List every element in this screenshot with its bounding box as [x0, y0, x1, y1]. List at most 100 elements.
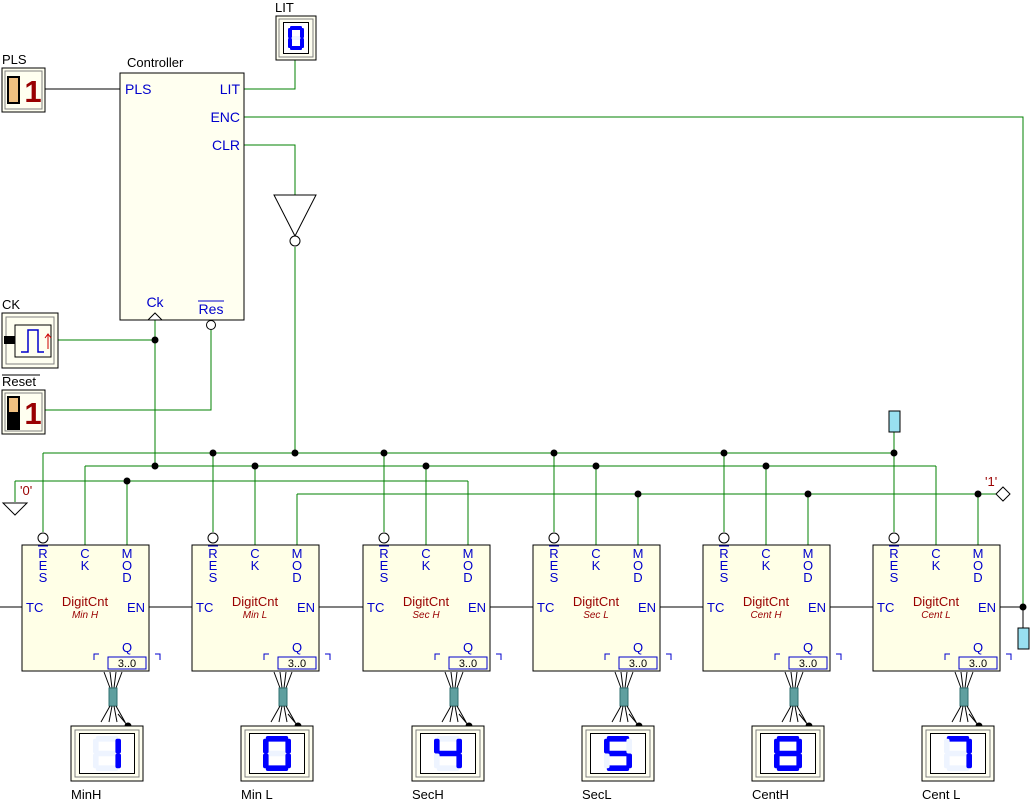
- svg-text:C: C: [761, 546, 770, 561]
- svg-text:S: S: [550, 570, 559, 585]
- pin-mod: MOD: [463, 546, 474, 585]
- digit-display-2: Min L: [240, 725, 314, 802]
- svg-text:R: R: [719, 546, 728, 561]
- counter-type: DigitCnt: [403, 594, 450, 609]
- pin-res: RES: [549, 545, 559, 585]
- svg-text:C: C: [80, 546, 89, 561]
- pin-en: EN: [638, 600, 656, 615]
- svg-text:C: C: [421, 546, 430, 561]
- svg-text:D: D: [292, 570, 301, 585]
- pin-ck: CK: [250, 546, 259, 573]
- segment-b: [300, 28, 304, 38]
- segment-g: [946, 750, 970, 757]
- data-bus: [951, 671, 983, 730]
- svg-text:E: E: [890, 558, 899, 573]
- controller-pin-lit: LIT: [220, 81, 241, 97]
- digit-display-1: MinH: [70, 725, 144, 802]
- svg-text:S: S: [209, 570, 218, 585]
- seven-segment-digit: [263, 736, 291, 771]
- ck-input[interactable]: CK: [1, 297, 59, 369]
- svg-text:E: E: [209, 558, 218, 573]
- reset-input[interactable]: Reset 1: [1, 374, 46, 435]
- segment-d: [606, 765, 630, 771]
- seven-segment-digit: [604, 736, 632, 771]
- segment-e: [944, 753, 950, 769]
- segment-a: [776, 736, 800, 742]
- svg-text:K: K: [592, 558, 601, 573]
- svg-text:O: O: [803, 558, 813, 573]
- segment-c: [115, 753, 121, 769]
- svg-text:D: D: [633, 570, 642, 585]
- display-label: CentH: [752, 787, 789, 802]
- res-bubble: [378, 532, 390, 544]
- segment-d: [290, 46, 302, 50]
- clock-triangle-icon: [146, 312, 164, 321]
- svg-text:S: S: [39, 570, 48, 585]
- segment-f: [93, 738, 99, 754]
- segment-a: [606, 736, 630, 742]
- segment-b: [285, 738, 291, 754]
- controller-block[interactable]: Controller PLS LIT ENC CLR Ck Res: [119, 55, 245, 330]
- svg-text:D: D: [803, 570, 812, 585]
- lit-digit-display: [288, 26, 304, 50]
- segment-a: [436, 736, 460, 742]
- pin-q: Q: [973, 640, 983, 655]
- controller-pin-pls: PLS: [125, 81, 151, 97]
- pin-tc: TC: [367, 600, 384, 615]
- constant-one: '1': [985, 474, 1011, 502]
- segment-d: [436, 765, 460, 771]
- reset-value: 1: [24, 396, 41, 431]
- data-bus: [441, 671, 473, 730]
- pin-en: EN: [808, 600, 826, 615]
- segment-e: [263, 753, 269, 769]
- lit-seven-segment: [288, 26, 304, 50]
- digit-display-4: SecL: [581, 725, 655, 802]
- pin-en: EN: [297, 600, 315, 615]
- segment-b: [115, 738, 121, 754]
- controller-title: Controller: [127, 55, 184, 70]
- probe-top[interactable]: [888, 410, 901, 433]
- res-bubble: [718, 532, 730, 544]
- svg-text:M: M: [803, 546, 814, 561]
- segment-c: [456, 753, 462, 769]
- inverter-gate[interactable]: [273, 194, 317, 247]
- pin-tc: TC: [707, 600, 724, 615]
- pin-ck: CK: [591, 546, 600, 573]
- pin-tc: TC: [877, 600, 894, 615]
- svg-text:C: C: [250, 546, 259, 561]
- segment-a: [95, 736, 119, 742]
- counter-name: Min L: [243, 610, 267, 621]
- ground-icon: [1, 502, 29, 516]
- pin-q: Q: [463, 640, 473, 655]
- segment-f: [774, 738, 780, 754]
- counter-type: DigitCnt: [573, 594, 620, 609]
- segment-f: [434, 738, 440, 754]
- pin-mod: MOD: [633, 546, 644, 585]
- segment-g: [776, 750, 800, 757]
- controller-pin-res: Res: [199, 301, 224, 317]
- pin-tc: TC: [537, 600, 554, 615]
- counter-type: DigitCnt: [913, 594, 960, 609]
- svg-text:E: E: [380, 558, 389, 573]
- display-label: MinH: [71, 787, 101, 802]
- pls-input[interactable]: PLS 1: [1, 52, 46, 113]
- segment-b: [966, 738, 972, 754]
- vcc-icon: [995, 486, 1011, 502]
- pin-en: EN: [127, 600, 145, 615]
- pin-mod: MOD: [803, 546, 814, 585]
- pin-en: EN: [978, 600, 996, 615]
- segment-e: [434, 753, 440, 769]
- segment-c: [966, 753, 972, 769]
- svg-text:D: D: [463, 570, 472, 585]
- segment-d: [946, 765, 970, 771]
- probe-bottom[interactable]: [1017, 627, 1030, 650]
- controller-pin-ck: Ck: [146, 294, 164, 310]
